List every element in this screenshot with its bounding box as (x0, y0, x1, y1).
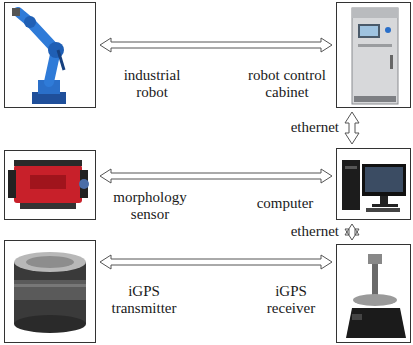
device-label: iGPS transmitter (101, 283, 187, 318)
device-label: morphology sensor (105, 189, 195, 224)
device-label: computer (239, 195, 331, 212)
link-label: ethernet (290, 119, 340, 136)
device-label: iGPS receiver (253, 283, 329, 318)
picture-box: iGPS receiver (336, 244, 411, 343)
robot-picture (12, 8, 66, 104)
double-arrow (100, 255, 332, 269)
picture-box: iGPS transmitter (4, 240, 96, 343)
double-arrow (345, 112, 359, 144)
picture-box: robot control cabinet (336, 2, 411, 108)
sensor-picture (8, 160, 89, 209)
picture-box: industrial robot (4, 2, 96, 108)
double-arrow (100, 38, 332, 52)
transmitter-picture (14, 252, 86, 333)
picture-box: morphology sensor (4, 150, 96, 220)
device-label: robot control cabinet (241, 67, 333, 102)
cabinet-picture (352, 8, 398, 104)
link-label: ethernet (290, 223, 340, 240)
receiver-picture (346, 254, 406, 338)
computer-picture (342, 160, 406, 212)
double-arrow (345, 224, 359, 240)
picture-box: computer (336, 148, 411, 220)
double-arrow (100, 169, 332, 183)
device-label: industrial robot (109, 67, 195, 102)
